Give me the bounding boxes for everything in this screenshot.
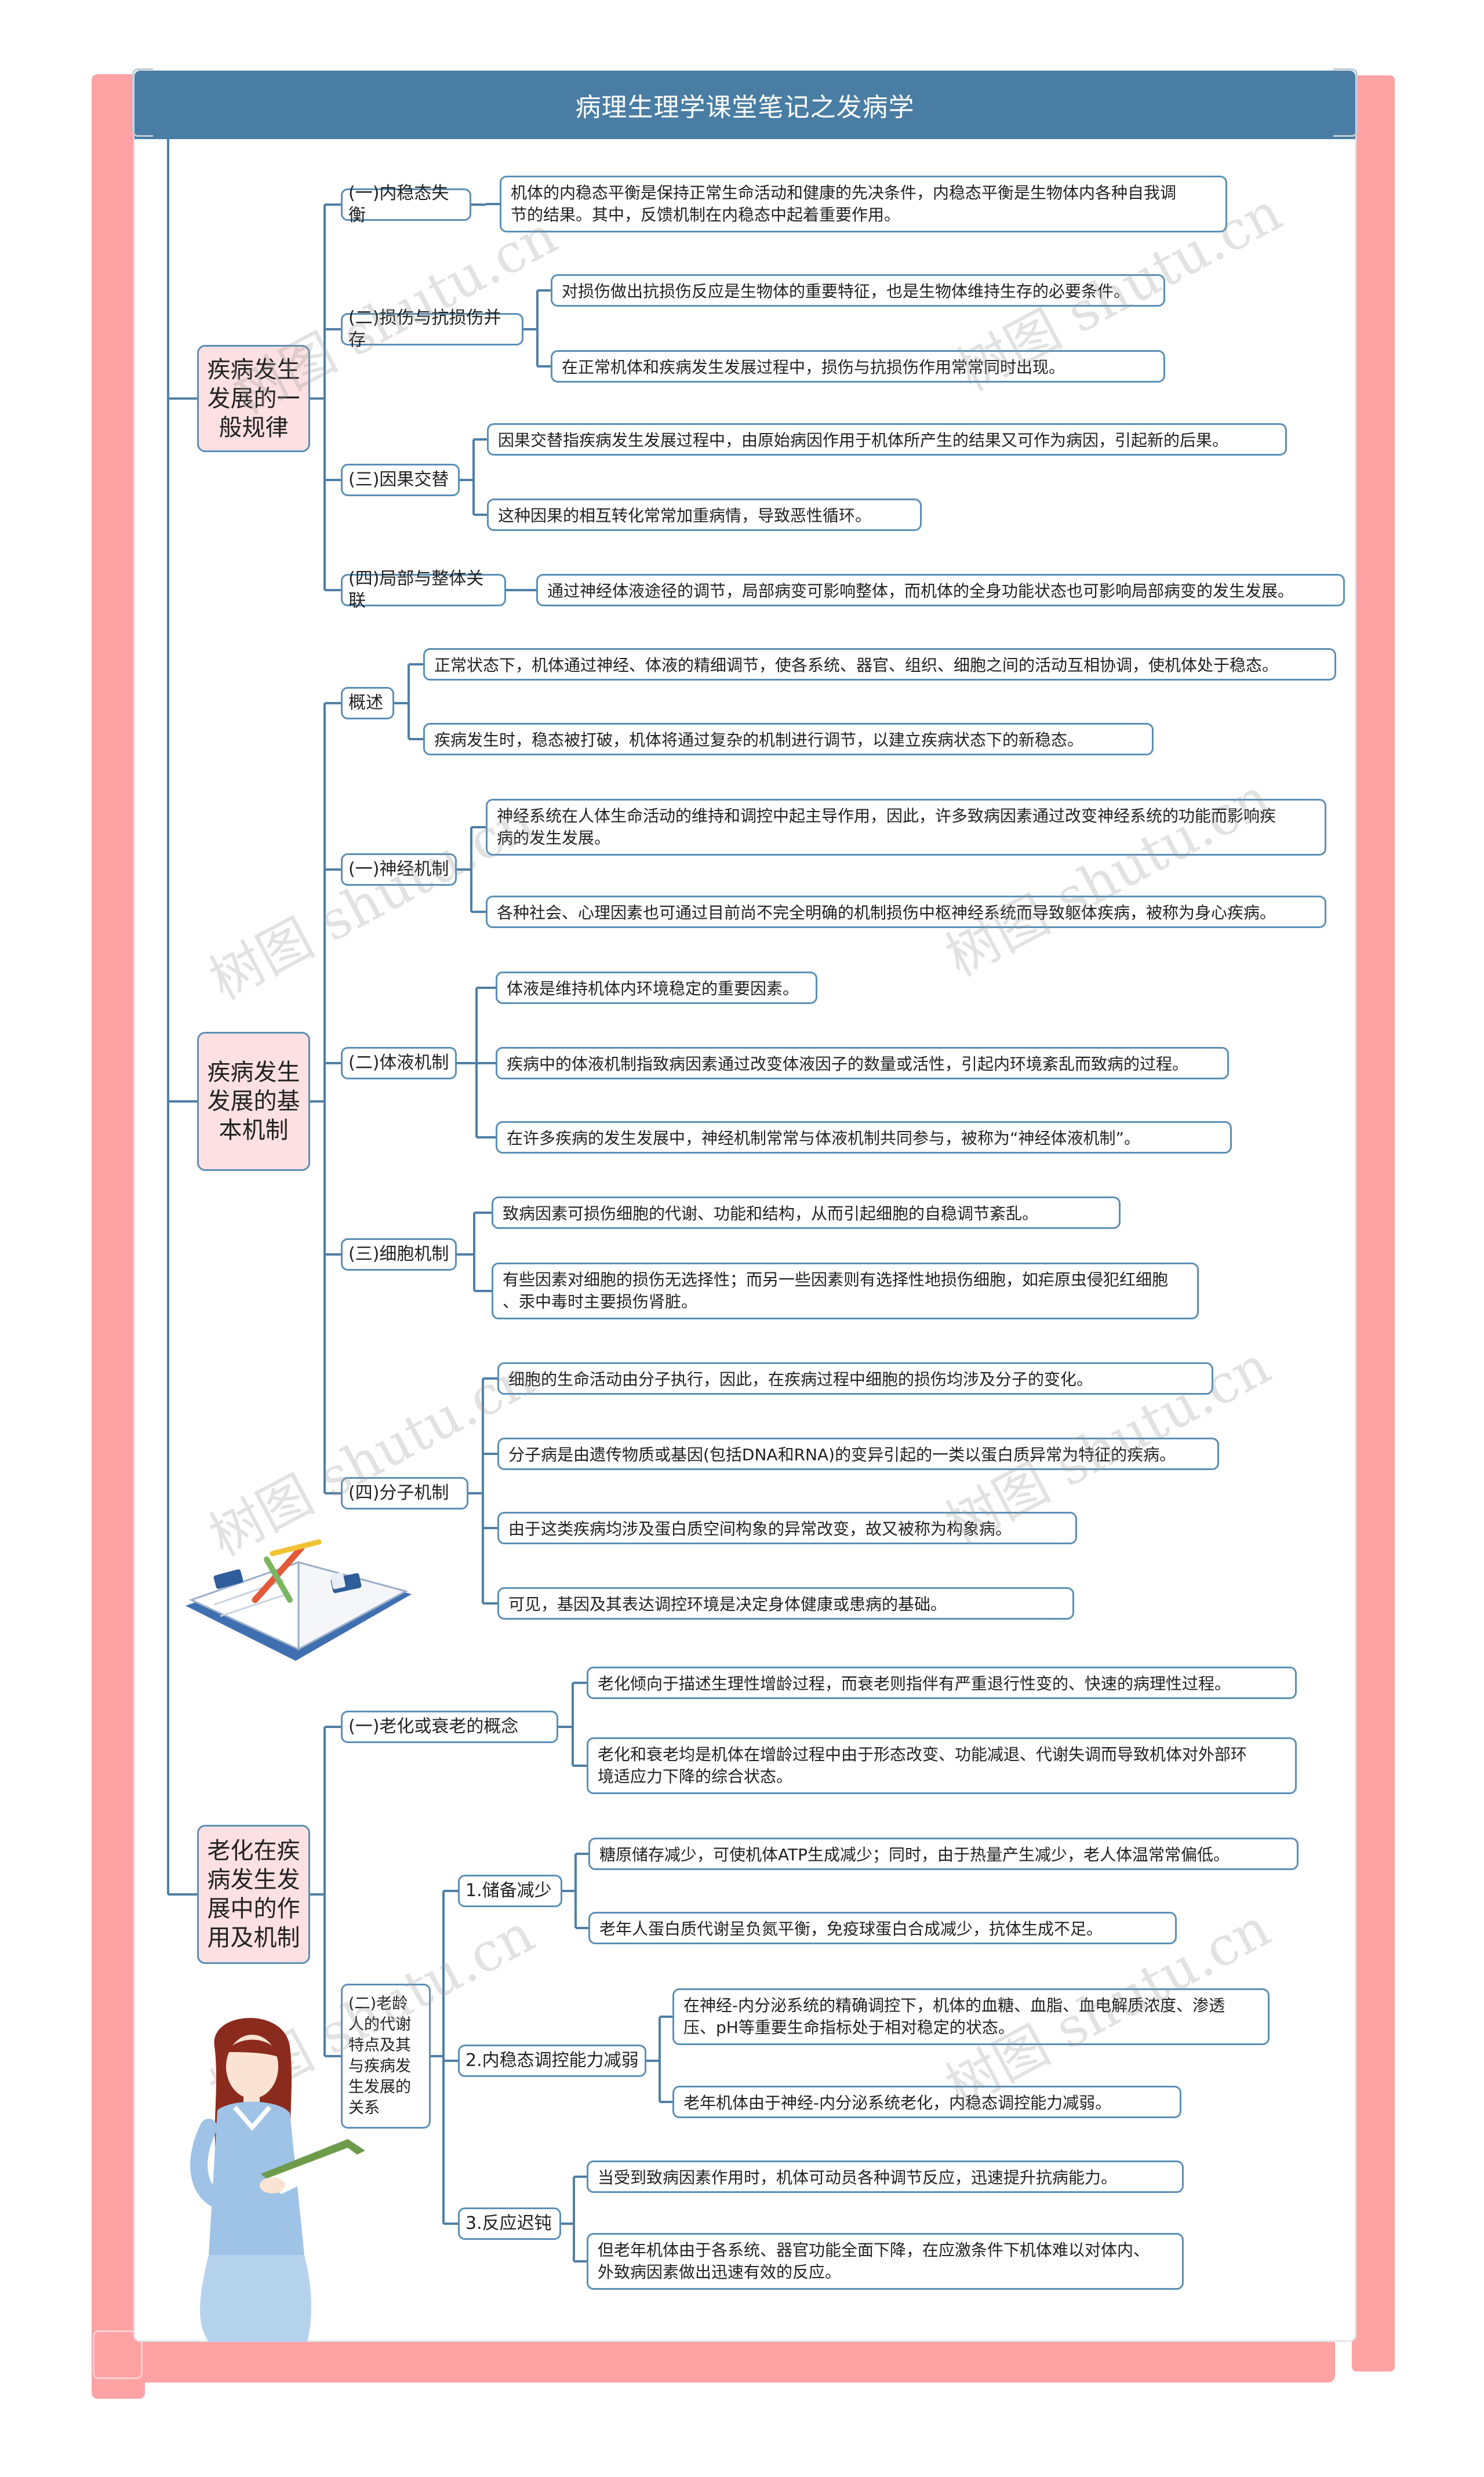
detail-node: 致病因素可损伤细胞的代谢、功能和结构，从而引起细胞的自稳调节紊乱。 <box>492 1196 1121 1229</box>
detail-node: 可见，基因及其表达调控环境是决定身体健康或患病的基础。 <box>497 1587 1074 1620</box>
woman-illustration <box>190 2018 365 2342</box>
detail-node: 由于这类疾病均涉及蛋白质空间构象的异常改变，故又被称为构象病。 <box>497 1512 1077 1544</box>
detail-node: 机体的内稳态平衡是保持正常生命活动和健康的先决条件，内稳态平衡是生物体内各种自我… <box>500 176 1227 232</box>
detail-node: 正常状态下，机体通过神经、体液的精细调节，使各系统、器官、组织、细胞之间的活动互… <box>423 648 1336 681</box>
detail-node: 分子病是由遗传物质或基因(包括DNA和RNA)的变异引起的一类以蛋白质异常为特征… <box>497 1438 1219 1470</box>
detail-node: 老年人蛋白质代谢呈负氮平衡，免疫球蛋白合成减少，抗体生成不足。 <box>588 1912 1177 1944</box>
book-illustration <box>186 1539 412 1661</box>
detail-node: 这种因果的相互转化常常加重病情，导致恶性循环。 <box>487 499 922 531</box>
title-bracket-left <box>132 68 153 137</box>
branch-node[interactable]: (二)老龄 人的代谢 特点及其 与疾病发 生发展的 关系 <box>341 1984 431 2129</box>
detail-node: 对损伤做出抗损伤反应是生物体的重要特征，也是生物体维持生存的必要条件。 <box>551 274 1165 307</box>
branch-node[interactable]: 概述 <box>341 687 394 719</box>
title-bracket-right <box>1333 68 1358 137</box>
sub-branch-node[interactable]: 2.内稳态调控能力减弱 <box>458 2045 646 2077</box>
detail-node: 但老年机体由于各系统、器官功能全面下降，在应激条件下机体难以对体内、 外致病因素… <box>587 2233 1184 2290</box>
detail-node: 在许多疾病的发生发展中，神经机制常常与体液机制共同参与，被称为“神经体液机制”。 <box>496 1121 1232 1154</box>
frame-right-strip <box>1351 74 1396 2373</box>
branch-node[interactable]: (二)体液机制 <box>341 1047 457 1079</box>
branch-node[interactable]: (一)神经机制 <box>341 853 457 886</box>
branch-node[interactable]: (三)细胞机制 <box>341 1238 457 1271</box>
detail-node: 老化和衰老均是机体在增龄过程中由于形态改变、功能减退、代谢失调而导致机体对外部环… <box>587 1737 1297 1794</box>
detail-node: 各种社会、心理因素也可通过目前尚不完全明确的机制损伤中枢神经系统而导致躯体疾病，… <box>486 896 1326 928</box>
detail-node: 老化倾向于描述生理性增龄过程，而衰老则指伴有严重退行性变的、快速的病理性过程。 <box>587 1667 1297 1699</box>
page-title: 病理生理学课堂笔记之发病学 <box>134 71 1355 139</box>
detail-node: 在神经-内分泌系统的精确调控下，机体的血糖、血脂、血电解质浓度、渗透 压、pH等… <box>672 1988 1270 2045</box>
detail-node: 在正常机体和疾病发生发展过程中，损伤与抗损伤作用常常同时出现。 <box>551 350 1165 383</box>
sub-branch-node[interactable]: 1.储备减少 <box>458 1875 562 1907</box>
detail-node: 老年机体由于神经-内分泌系统老化，内稳态调控能力减弱。 <box>672 2086 1181 2118</box>
branch-node[interactable]: (三)因果交替 <box>341 464 460 496</box>
root-node[interactable]: 老化在疾 病发生发 展中的作 用及机制 <box>197 1825 310 1964</box>
branch-node[interactable]: (一)老化或衰老的概念 <box>341 1711 558 1743</box>
detail-node: 当受到致病因素作用时，机体可动员各种调节反应，迅速提升抗病能力。 <box>587 2160 1184 2193</box>
detail-node: 通过神经体液途径的调节，局部病变可影响整体，而机体的全身功能状态也可影响局部病变… <box>536 574 1345 606</box>
root-node[interactable]: 疾病发生 发展的一 般规律 <box>197 345 310 452</box>
detail-node: 因果交替指疾病发生发展过程中，由原始病因作用于机体所产生的结果又可作为病因，引起… <box>487 423 1287 456</box>
frame-corner-decoration <box>93 2330 143 2379</box>
detail-node: 糖原储存减少，可使机体ATP生成减少；同时，由于热量产生减少，老人体温常常偏低。 <box>588 1838 1298 1870</box>
detail-node: 神经系统在人体生命活动的维持和调控中起主导作用，因此，许多致病因素通过改变神经系… <box>486 799 1326 856</box>
branch-node[interactable]: (四)局部与整体关联 <box>341 569 506 611</box>
detail-node: 细胞的生命活动由分子执行，因此，在疾病过程中细胞的损伤均涉及分子的变化。 <box>497 1362 1213 1395</box>
detail-node: 疾病中的体液机制指致病因素通过改变体液因子的数量或活性，引起内环境紊乱而致病的过… <box>496 1047 1229 1079</box>
sub-branch-node[interactable]: 3.反应迟钝 <box>458 2207 561 2240</box>
detail-node: 疾病发生时，稳态被打破，机体将通过复杂的机制进行调节，以建立疾病状态下的新稳态。 <box>423 723 1154 755</box>
detail-node: 体液是维持机体内环境稳定的重要因素。 <box>496 972 817 1004</box>
frame-bottom-strip <box>92 2336 1335 2383</box>
detail-node: 有些因素对细胞的损伤无选择性；而另一些因素则有选择性地损伤细胞，如疟原虫侵犯红细… <box>492 1263 1199 1319</box>
branch-node[interactable]: (一)内稳态失衡 <box>341 183 471 225</box>
root-node[interactable]: 疾病发生 发展的基 本机制 <box>197 1032 310 1171</box>
branch-node[interactable]: (四)分子机制 <box>341 1477 468 1510</box>
